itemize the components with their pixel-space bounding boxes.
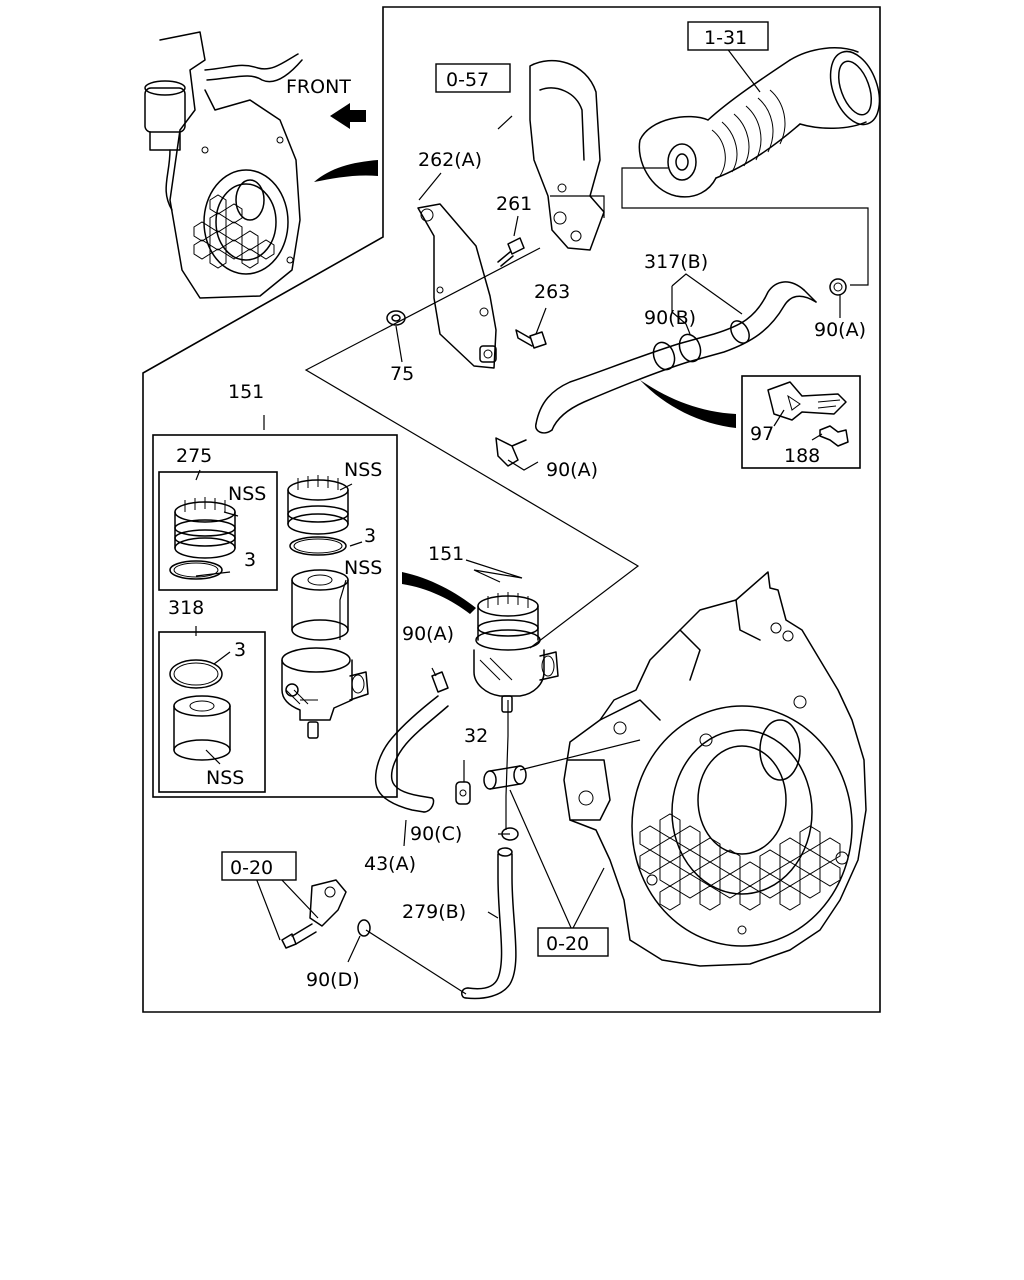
ref-box-0-20-right [537,927,609,957]
label-3-2: 3 [364,525,376,547]
bracket-97 [767,381,847,421]
hose-43a [374,695,449,813]
engine-block-flywheel-housing [563,571,867,967]
label-3-3: 3 [234,639,246,661]
front-arrow-icon [330,103,366,129]
label-nss-2: NSS [344,459,382,481]
label-nss-3: NSS [344,557,382,579]
connector-pipe [483,765,527,790]
detail-box-97-188 [741,375,861,469]
label-90d: 90(D) [306,969,360,991]
label-97: 97 [750,423,774,445]
label-nss-4: NSS [206,767,244,789]
label-151-mid: 151 [428,543,464,565]
bolt-188 [819,425,849,447]
cap-nss-top [287,475,349,556]
fitting-32 [455,781,471,805]
kit-box-318 [158,631,266,793]
bolt-261 [497,237,525,267]
ref-box-0-57 [435,63,511,93]
assembly-arrow [402,572,476,614]
main-frame [142,6,881,1013]
ref-0-20-right: 0-20 [546,933,589,955]
label-90a-mid: 90(A) [546,459,598,481]
label-3-1: 3 [244,549,256,571]
oil-separator-151 [473,592,559,713]
filter-element-nss [291,569,349,641]
label-90b: 90(B) [644,307,696,329]
label-318: 318 [168,597,204,619]
label-188: 188 [784,445,820,467]
hose-clamp-assembly-0-20 [281,879,347,949]
timing-cover-plate [529,59,605,251]
detail-arrow-bracket [640,380,736,428]
housing-body-nss [281,647,369,739]
kit-box-151 [152,434,398,798]
ref-box-1-31 [687,21,769,51]
leader-lines [195,46,841,995]
clamp-90a-top [829,278,847,296]
ref-0-20-left: 0-20 [230,857,273,879]
clamp-90d [357,919,371,937]
ref-1-31: 1-31 [704,27,747,49]
label-75: 75 [390,363,414,385]
elbow-90a-left [431,671,449,693]
overview-engine-illustration [144,31,303,299]
label-43a: 43(A) [364,853,416,875]
seal-ring-318 [169,659,223,689]
label-151-top: 151 [228,381,264,403]
label-90a-left: 90(A) [402,623,454,645]
label-32: 32 [464,725,488,747]
label-262a: 262(A) [418,149,482,171]
label-275: 275 [176,445,212,467]
bolt-263 [515,329,547,349]
hose-317b [535,281,817,434]
leader-duct-to-clamp [621,167,869,286]
air-intake-duct-1-31 [638,47,881,198]
label-261: 261 [496,193,532,215]
kit-box-275 [158,471,278,591]
label-263: 263 [534,281,570,303]
label-317b: 317(B) [644,251,708,273]
label-nss-1: NSS [228,483,266,505]
label-90a-top: 90(A) [814,319,866,341]
front-label: FRONT [286,76,351,98]
label-90c: 90(C) [410,823,462,845]
bracket-262a [417,203,497,369]
detail-pointer-arrow [314,160,378,182]
label-279b: 279(B) [402,901,466,923]
ref-0-57: 0-57 [446,69,489,91]
hose-279b [461,847,517,1000]
ref-box-0-20-left [221,851,297,881]
filter-element-318 [173,695,231,761]
cap-275 [169,497,236,580]
